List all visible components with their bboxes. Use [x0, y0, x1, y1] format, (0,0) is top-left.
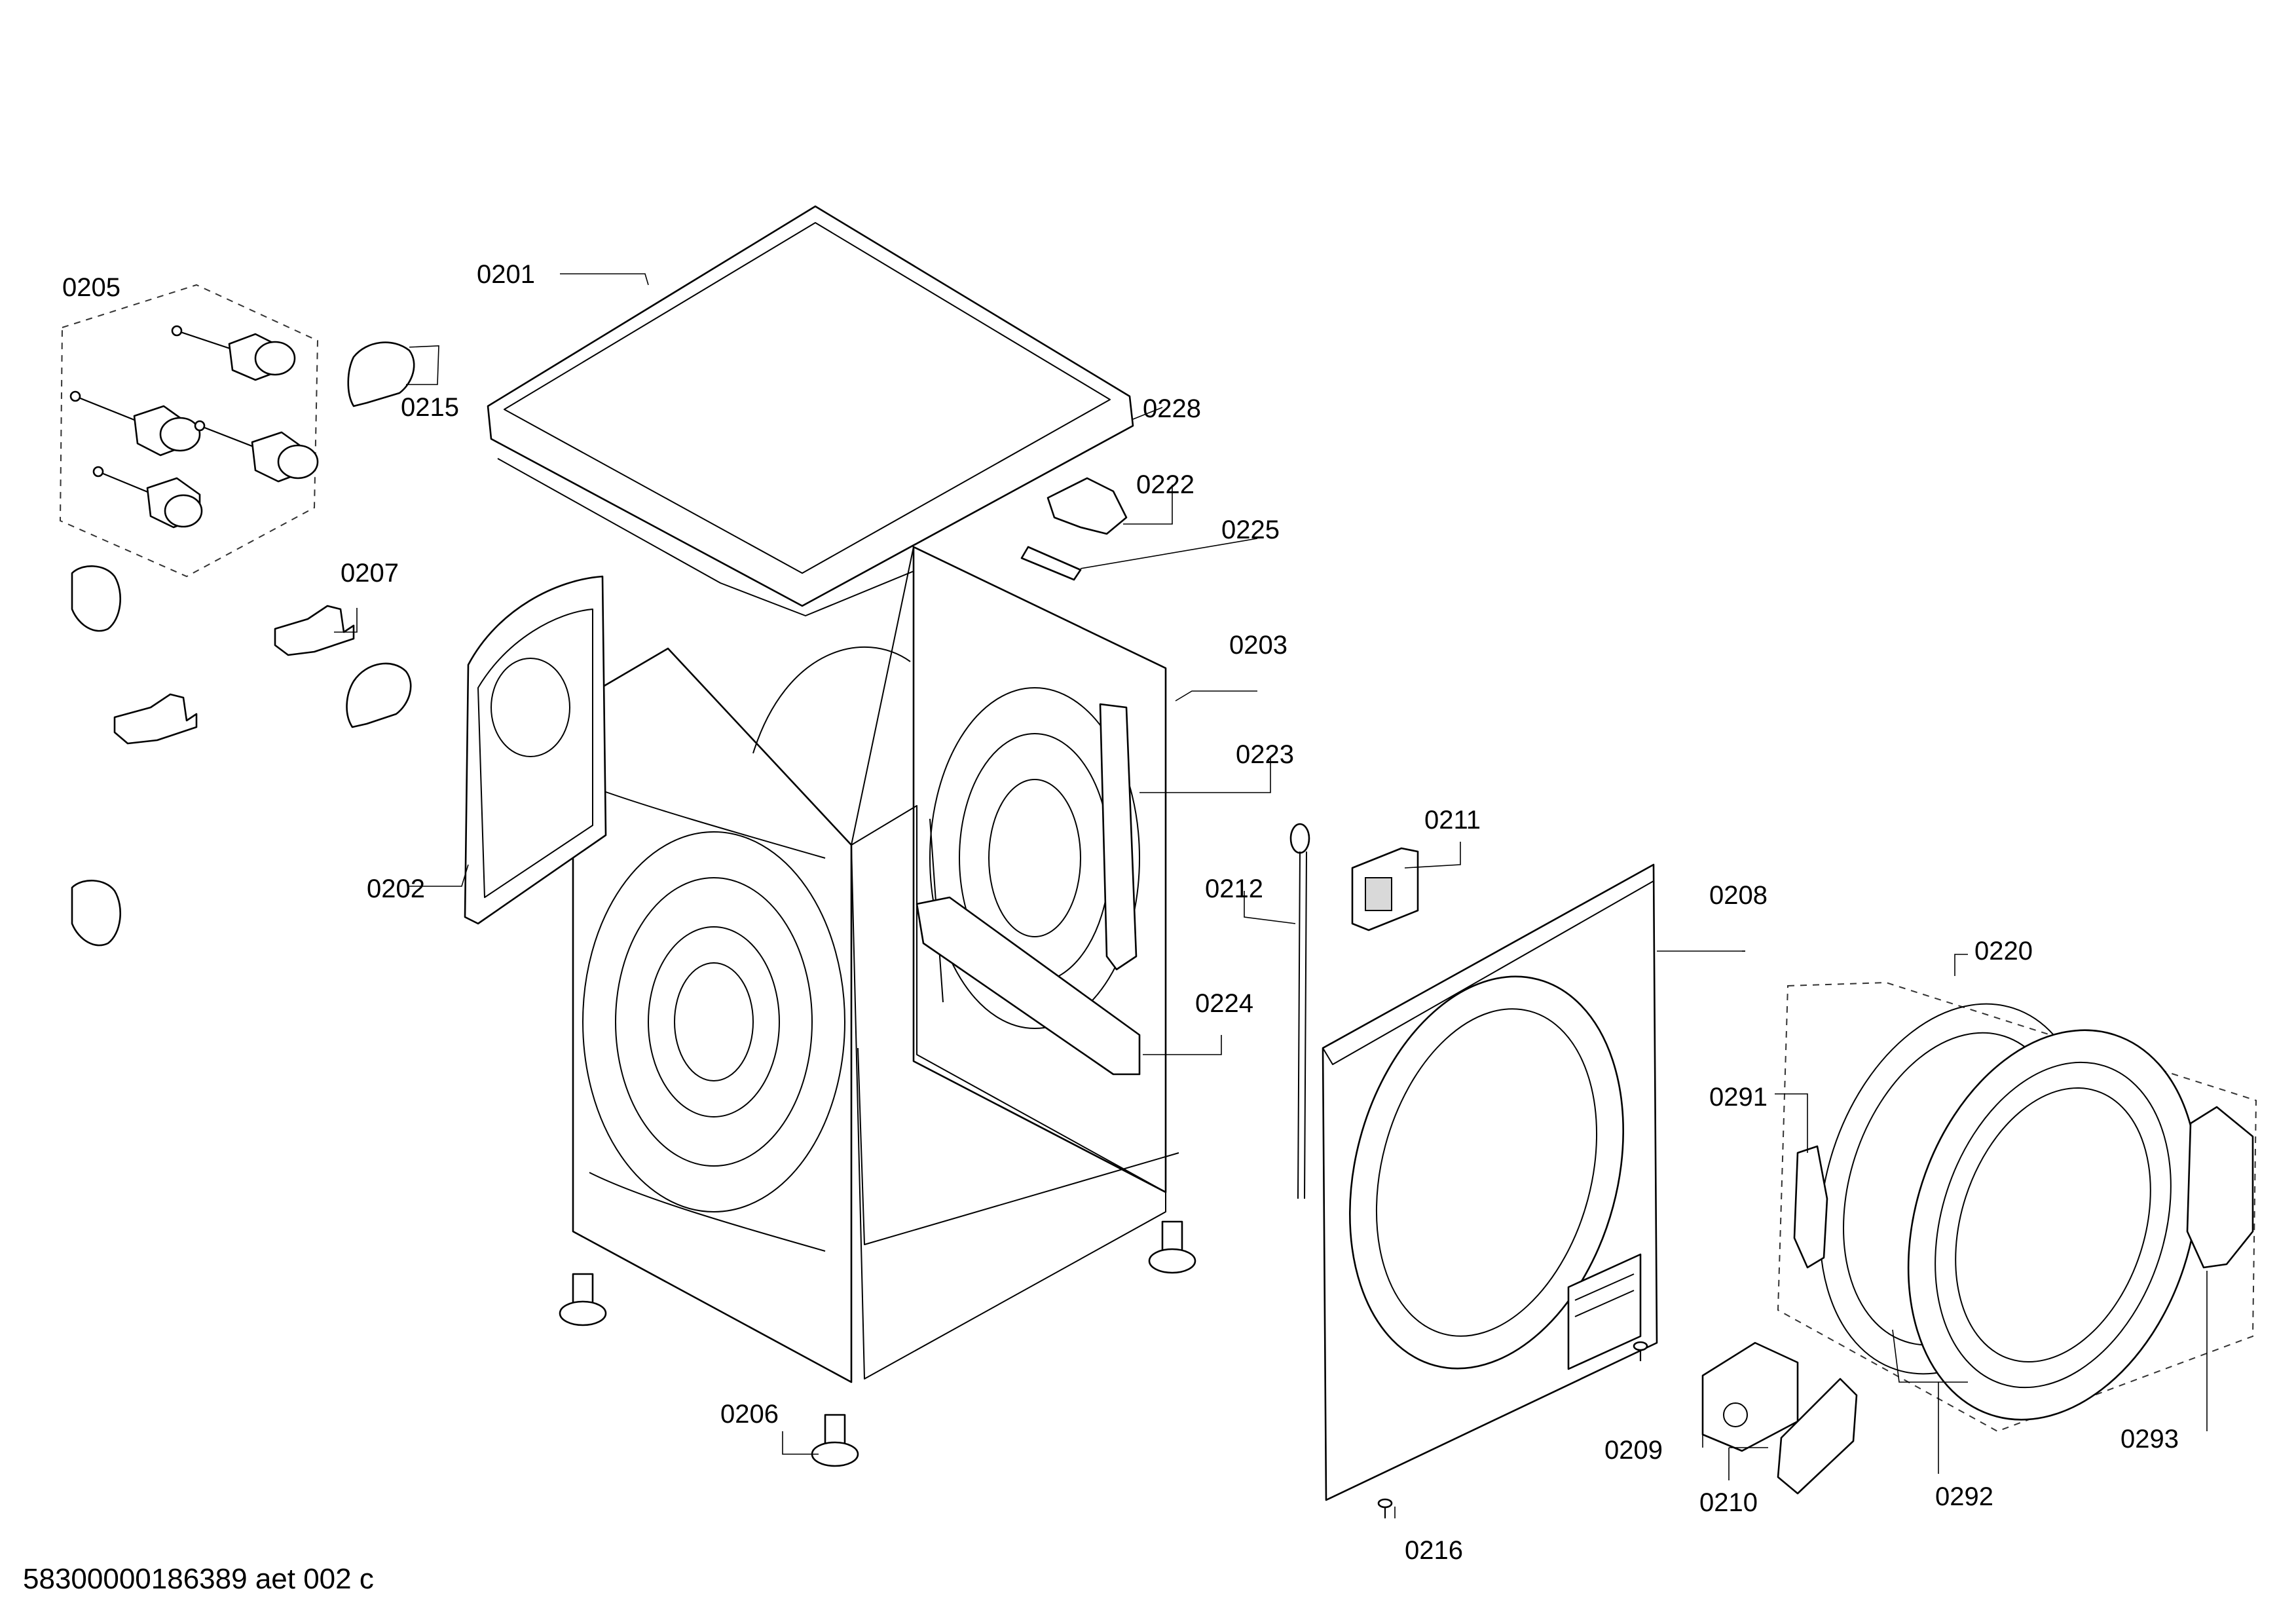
transport-bolt-set — [69, 325, 319, 529]
hose-0212 — [1289, 823, 1310, 1199]
label-0205: 0205 — [62, 273, 120, 302]
label-0228: 0228 — [1143, 394, 1201, 423]
label-0293: 0293 — [2120, 1425, 2179, 1454]
foot-left — [559, 1273, 607, 1326]
top-plate — [487, 205, 1134, 616]
label-0210: 0210 — [1699, 1488, 1758, 1517]
label-0220: 0220 — [1974, 937, 2033, 966]
foot-right — [1148, 1220, 1196, 1274]
strip-part-0225 — [1020, 546, 1082, 581]
module-0211 — [1351, 847, 1419, 931]
hinge-0291 — [1793, 1145, 1828, 1269]
label-0209: 0209 — [1604, 1436, 1663, 1465]
clip-part-0222 — [1046, 477, 1128, 535]
cover-0210 — [1777, 1378, 1858, 1495]
group-outline-0220 — [1777, 981, 2257, 1433]
clip-part-0215 — [347, 341, 415, 407]
door-assembly-0220 — [1819, 1003, 2199, 1421]
label-0216: 0216 — [1405, 1536, 1463, 1565]
part-labels: 0205 0201 0215 0228 0222 0225 0207 0203 … — [62, 260, 2179, 1565]
label-0206: 0206 — [720, 1400, 779, 1429]
label-0222: 0222 — [1136, 470, 1194, 499]
label-0207: 0207 — [341, 559, 399, 588]
bracket-part-left — [113, 693, 198, 745]
label-0224: 0224 — [1195, 989, 1253, 1018]
label-0202: 0202 — [367, 874, 425, 903]
label-0211: 0211 — [1424, 806, 1481, 835]
cap-part-left-upper — [71, 565, 122, 632]
label-0291: 0291 — [1709, 1083, 1768, 1112]
leader-lines — [334, 273, 2208, 1518]
bracket-part-0207 — [274, 605, 355, 656]
label-0225: 0225 — [1221, 516, 1280, 544]
label-0208: 0208 — [1709, 881, 1768, 910]
group-outline-0205 — [59, 284, 319, 578]
label-0203: 0203 — [1229, 631, 1287, 660]
document-code: 58300000186389 aet 002 c — [23, 1563, 374, 1595]
screw-0216 — [1377, 1498, 1393, 1518]
screw-0209 — [1633, 1341, 1648, 1361]
front-panel-0208 — [1322, 863, 1658, 1501]
rear-panel-0202 — [464, 575, 607, 925]
clip-part-right-small — [346, 662, 412, 728]
foot-center — [811, 1414, 859, 1467]
label-0201: 0201 — [477, 260, 535, 289]
handle-0293 — [2186, 1106, 2254, 1269]
label-0212: 0212 — [1205, 874, 1263, 903]
label-0215: 0215 — [401, 393, 459, 422]
cap-part-left-lower — [71, 880, 122, 947]
label-0292: 0292 — [1935, 1482, 1993, 1511]
cabinet-housing — [572, 546, 1179, 1383]
label-0223: 0223 — [1236, 740, 1294, 769]
